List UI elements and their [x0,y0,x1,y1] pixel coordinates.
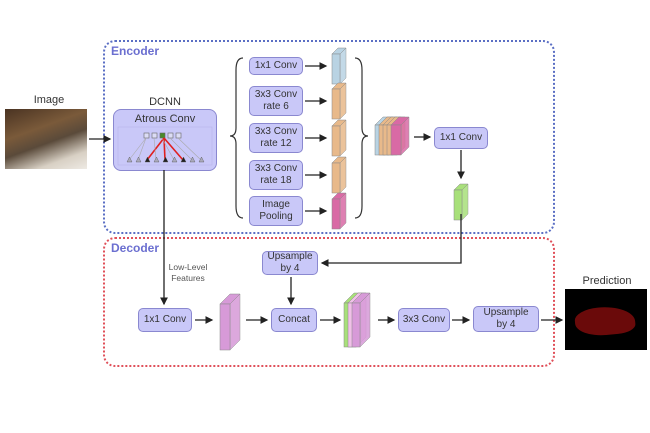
aspp-feature-map-0 [331,47,347,85]
atrous-bottom-node [135,156,142,163]
aspp-feature-map-4 [331,192,347,230]
decoder-title: Decoder [111,241,160,255]
input-image [5,109,87,169]
aspp-branch-0: 1x1 Conv [249,57,303,75]
atrous-bottom-node [189,156,196,163]
concat-block: Concat [271,308,317,332]
prediction-label: Prediction [582,275,632,287]
atrous-top-node [175,132,182,139]
atrous-conv-label: Atrous Conv [134,113,196,125]
atrous-bottom-node [153,156,160,163]
encoder-title: Encoder [111,44,160,58]
atrous-edge [169,137,193,161]
decoder-upsample-2: Upsample by 4 [473,306,539,332]
encoder-1x1-conv: 1x1 Conv [434,127,488,149]
atrous-top-node [159,132,166,139]
right-brace [354,57,369,219]
atrous-top-node [151,132,158,139]
decoder-concat-feature [343,292,371,348]
atrous-bottom-node [171,156,178,163]
aspp-feature-map-2 [331,119,347,157]
atrous-bottom-node [162,156,169,163]
encoder-output-feature [453,183,469,221]
atrous-bottom-node [198,156,205,163]
atrous-top-node [167,132,174,139]
atrous-edge [128,137,147,161]
dcnn-label: DCNN [149,96,181,108]
aspp-feature-map-3 [331,156,347,194]
decoder-low-level-feature [219,293,241,351]
aspp-branch-label: 1x1 Conv [254,60,298,71]
atrous-edge [137,137,147,161]
decoder-upsample-1: Upsample by 4 [262,251,318,275]
left-brace [229,57,244,219]
atrous-edge [153,137,157,161]
atrous-edge [163,137,166,161]
atrous-bottom-node [180,156,187,163]
decoder-1x1-conv: 1x1 Conv [138,308,192,332]
decoder-3x3-conv: 3x3 Conv [398,308,450,332]
decoder-region: Decoder [103,237,555,367]
input-image-label: Image [33,94,65,106]
atrous-bottom-node [126,156,133,163]
atrous-bottom-node [144,156,151,163]
atrous-edge [163,137,184,161]
atrous-grid [117,126,213,166]
atrous-top-node [143,132,150,139]
atrous-edge [177,137,202,161]
prediction-image [565,289,647,350]
low-level-features-label: Low-Level Features [168,262,208,283]
aspp-feature-map-1 [331,82,347,120]
atrous-edge [146,137,165,161]
concat-feature-stack [374,116,410,156]
encoder-to-upsample-arrow [320,214,462,267]
atrous-edge [161,137,175,161]
